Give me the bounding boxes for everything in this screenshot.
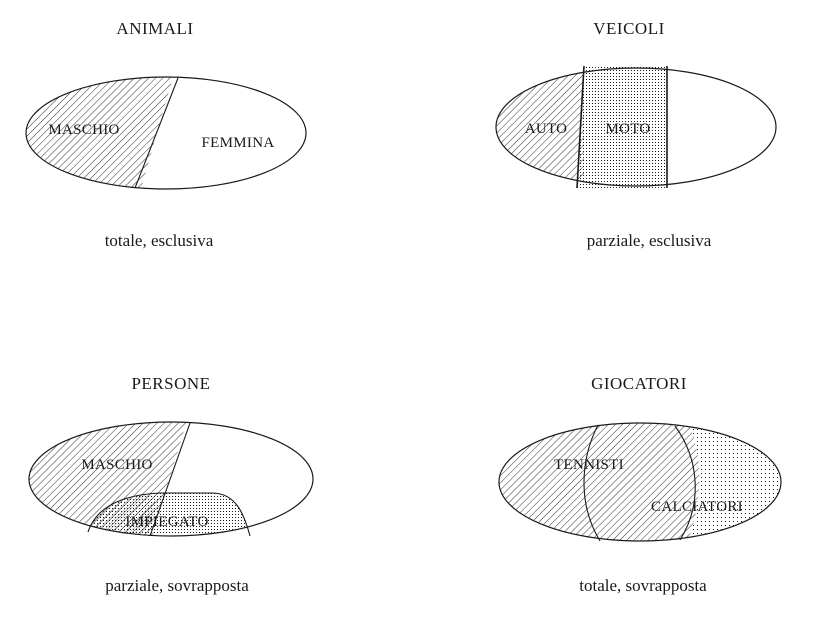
set-ellipse: [495, 67, 777, 187]
diagram-caption: totale, esclusiva: [105, 231, 214, 250]
diagram-giocatori: GIOCATORI TENNISTI CALCIATORI totale, so…: [498, 374, 782, 595]
region-label: MASCHIO: [48, 122, 119, 138]
region-label: MOTO: [605, 121, 650, 137]
set-ellipse: [28, 421, 314, 537]
region-moto: [577, 66, 667, 188]
diagram-title: VEICOLI: [593, 19, 664, 38]
diagram-veicoli: VEICOLI AUTO MOTO parziale, esclusiva: [495, 19, 777, 250]
region-label: IMPIEGATO: [125, 514, 208, 530]
region-label: FEMMINA: [202, 135, 275, 151]
diagram-persone: PERSONE MASCHIO IMPIEGATO parziale, sovr…: [28, 374, 314, 595]
region-label: TENNISTI: [554, 457, 624, 473]
region-label: MASCHIO: [81, 457, 152, 473]
diagram-animali: ANIMALI MASCHIO FEMMINA totale, esclusiv…: [25, 19, 307, 250]
set-ellipse: [498, 422, 782, 542]
diagram-caption: parziale, sovrapposta: [105, 576, 249, 595]
diagram-title: PERSONE: [131, 374, 210, 393]
region-label: CALCIATORI: [651, 499, 743, 515]
diagram-caption: parziale, esclusiva: [587, 231, 712, 250]
region-overlap: [579, 423, 700, 541]
diagram-title: GIOCATORI: [591, 374, 687, 393]
diagram-title: ANIMALI: [116, 19, 193, 38]
set-ellipse: [25, 76, 307, 190]
diagram-caption: totale, sovrapposta: [579, 576, 707, 595]
region-label: AUTO: [525, 121, 568, 137]
